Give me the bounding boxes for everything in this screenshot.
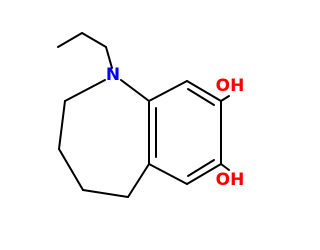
bond-c9-c8-outer bbox=[186, 80, 222, 102]
bond-c6-c5a bbox=[148, 163, 188, 185]
nitrogen-atom-label: N bbox=[106, 65, 120, 85]
bond-propyl-c1-c2 bbox=[57, 32, 83, 48]
molecule-structure: N OH OH bbox=[57, 32, 245, 198]
hydroxyl-lower-label: OH bbox=[216, 170, 245, 190]
bond-propyl-c3-n bbox=[105, 46, 113, 69]
bond-ring-c3-c4 bbox=[58, 148, 84, 191]
bond-ring-c4-c5 bbox=[82, 189, 129, 198]
hydroxyl-upper-label: OH bbox=[216, 76, 245, 96]
bond-propyl-c2-c3 bbox=[81, 32, 107, 48]
bond-n-c9a bbox=[120, 79, 150, 102]
bond-c9-c8-inner bbox=[187, 88, 215, 106]
bond-c8-oh-upper bbox=[220, 95, 230, 102]
bond-c7-c6-outer bbox=[186, 163, 222, 185]
bond-c7-c6-inner bbox=[187, 159, 215, 177]
bond-c7-oh-lower bbox=[220, 163, 230, 171]
bond-n-ring-c2 bbox=[64, 79, 106, 102]
bond-ring-c5-c5a bbox=[127, 163, 150, 198]
bond-c9a-c9 bbox=[148, 80, 188, 102]
bond-ring-c2-c3 bbox=[58, 100, 66, 150]
